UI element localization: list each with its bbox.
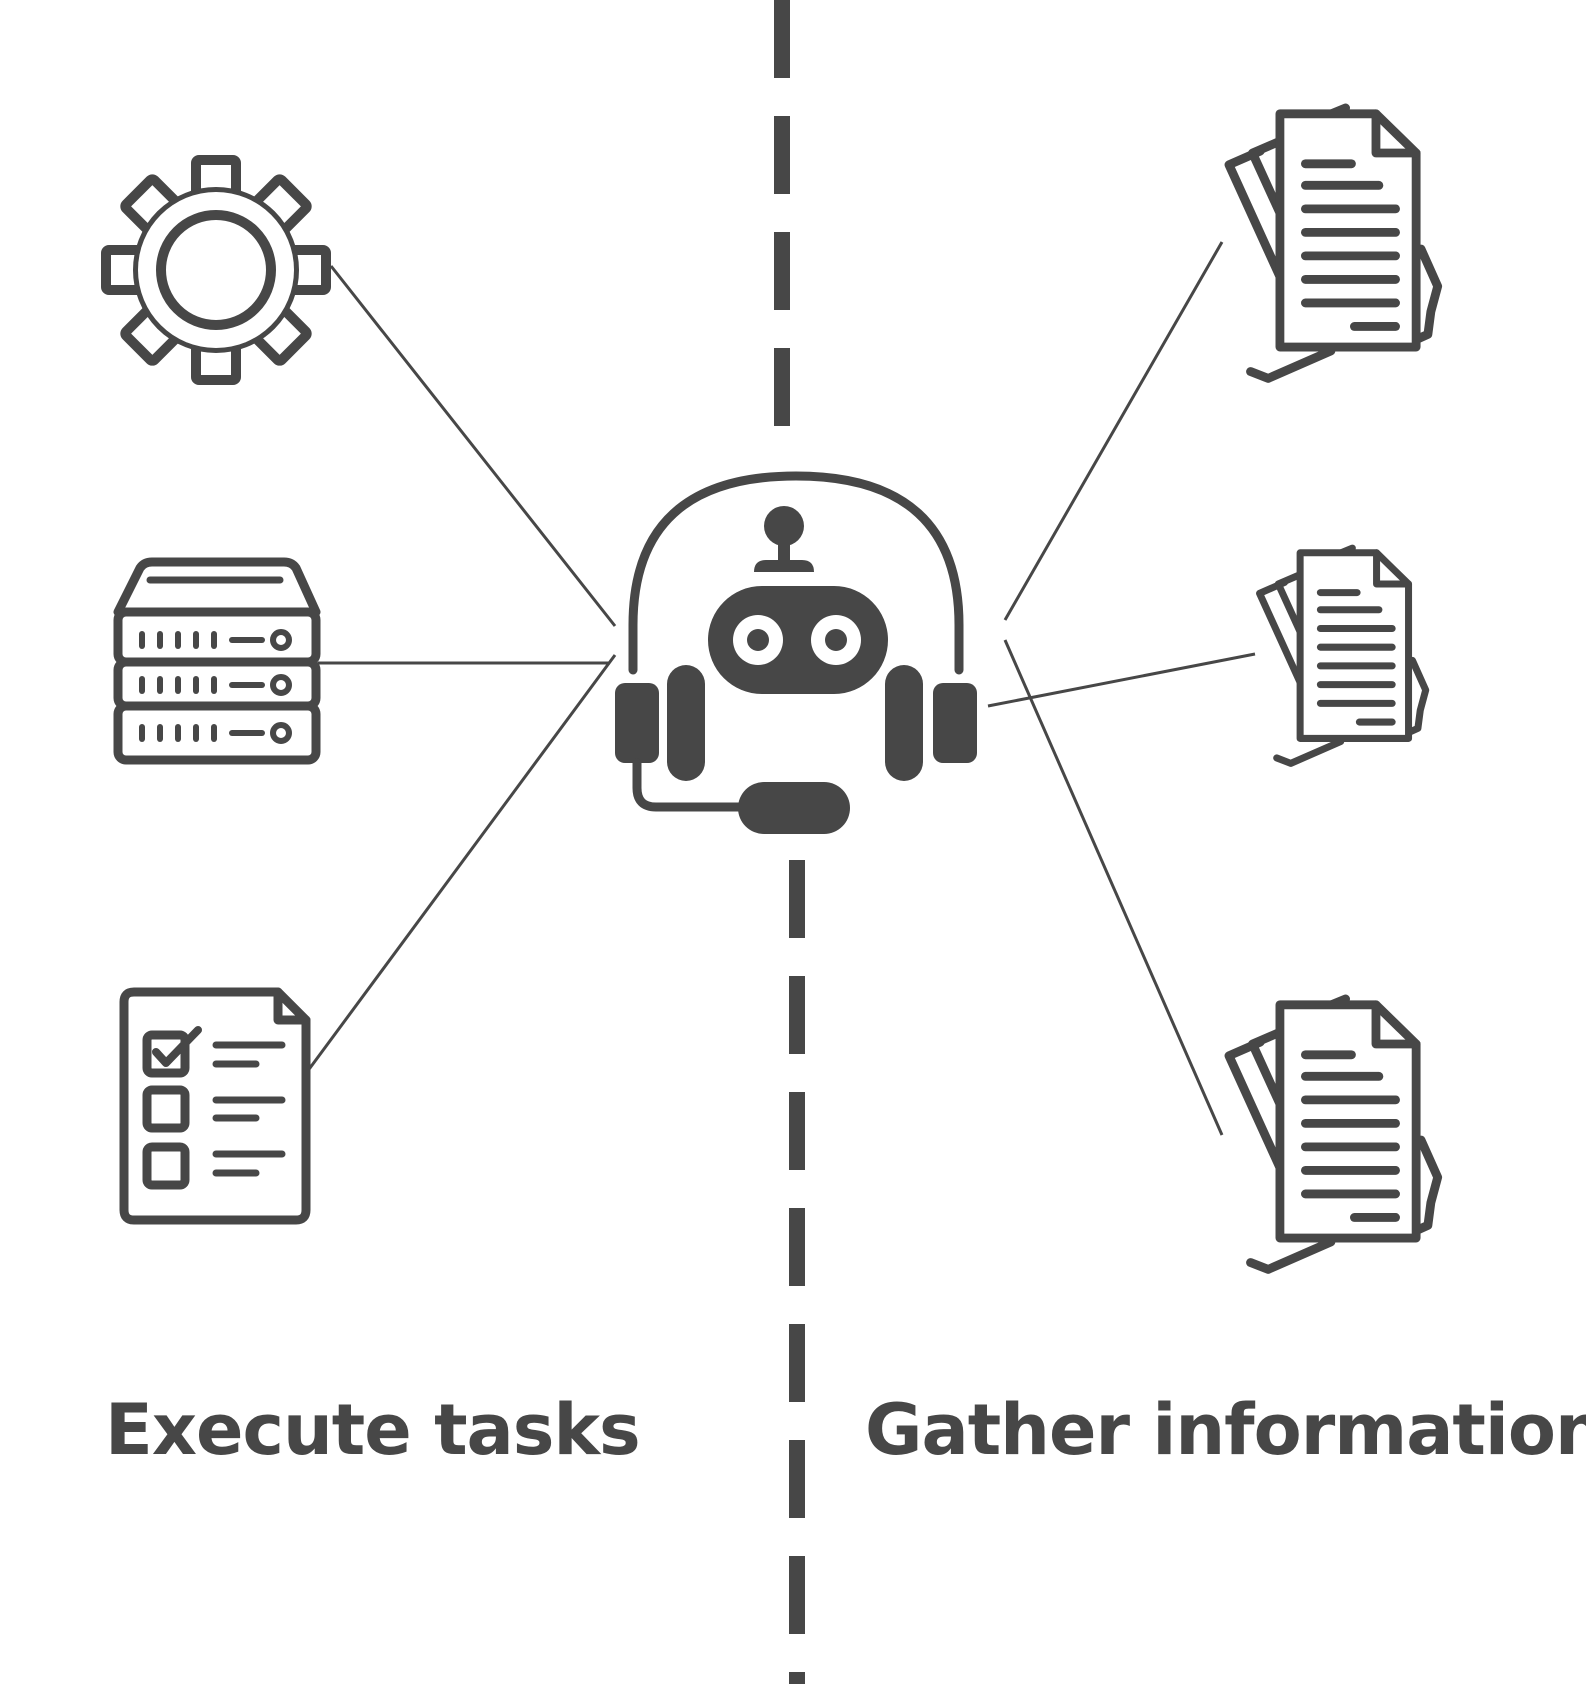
robot-headset-icon <box>615 471 977 834</box>
gather-information-label: Gather information <box>865 1389 1586 1471</box>
document-stack-icon <box>1260 548 1426 763</box>
gear-icon <box>101 155 331 385</box>
execute-tasks-label: Execute tasks <box>105 1389 641 1471</box>
document-stack-icon <box>1229 999 1438 1269</box>
checklist-document-icon <box>119 987 311 1225</box>
document-stack-icon <box>1229 108 1438 378</box>
connector-docs-top <box>1003 241 1224 621</box>
connector-docs-bottom <box>1003 639 1224 1136</box>
connector-lines <box>288 241 1256 1136</box>
connector-checklist <box>288 654 617 1096</box>
connector-gear <box>329 265 617 627</box>
server-rack-icon <box>113 557 321 765</box>
connector-docs-middle <box>987 652 1256 708</box>
